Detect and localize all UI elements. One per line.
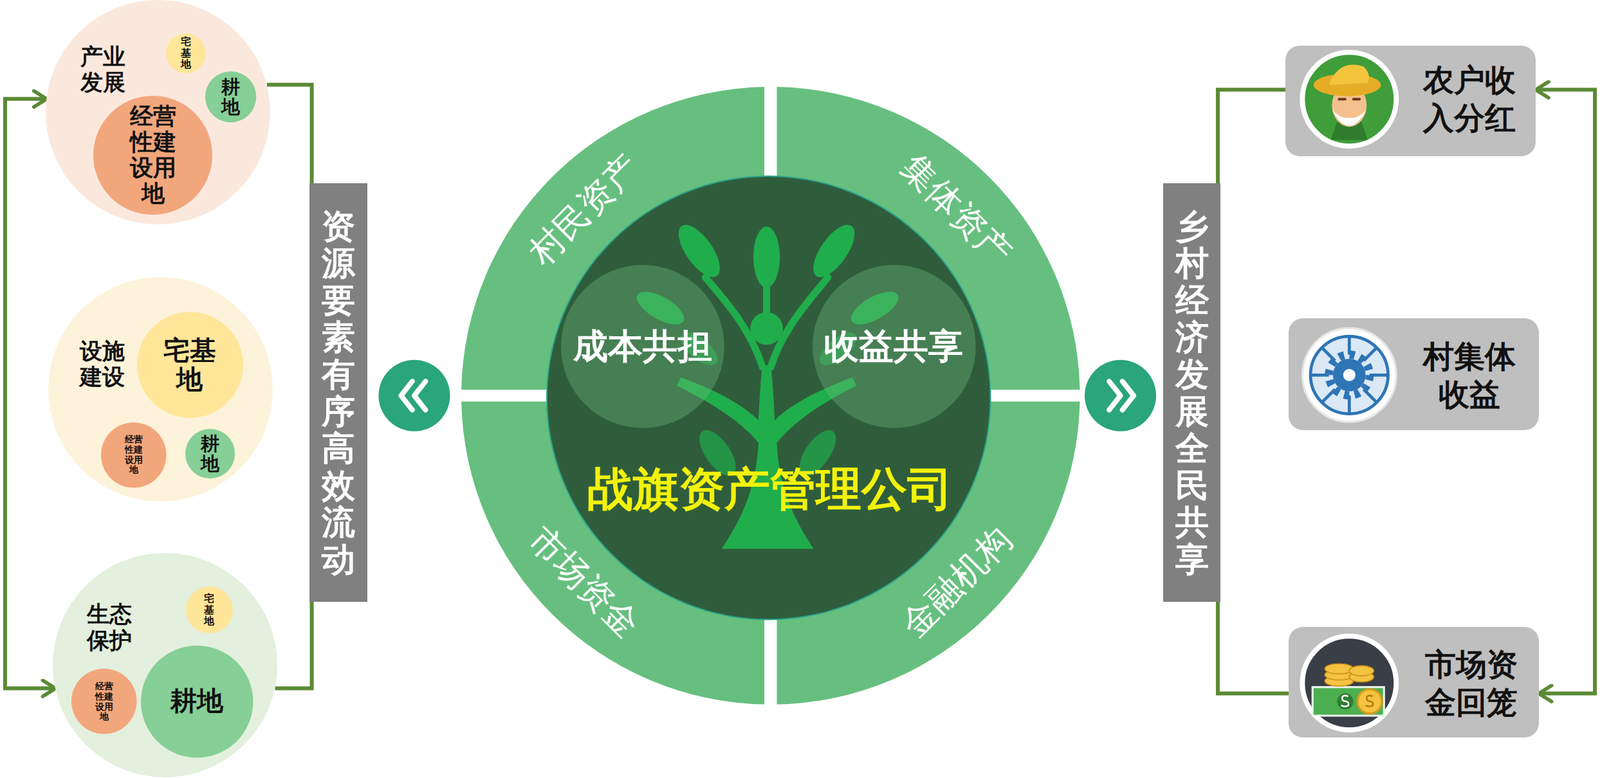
land-use-circle: 设施建设宅基地经营性建设用地 耕地 xyxy=(48,277,273,502)
flow-connector xyxy=(1217,602,1289,695)
icon-illustration xyxy=(1302,328,1397,423)
quadrant-fill xyxy=(776,402,1080,706)
land-type-circle: 经营性建设用地 xyxy=(71,669,138,735)
land-type-circle: 经营性建设用地 xyxy=(93,95,213,215)
flow-connector xyxy=(266,84,313,184)
flow-connector xyxy=(5,99,56,690)
circle-fill xyxy=(140,645,253,758)
circle-fill xyxy=(52,553,278,778)
circle-fill xyxy=(185,586,233,634)
node-label: 宅基地 xyxy=(161,335,219,395)
node-label: 收益共享 xyxy=(821,328,966,367)
circle-fill xyxy=(45,0,271,225)
vertical-label: 乡村经济发展全民共享 xyxy=(1174,207,1209,579)
vertical-label: 资源要素有序高效流动 xyxy=(321,207,356,579)
flow-connector xyxy=(1217,90,1287,184)
circle-fill xyxy=(560,265,725,429)
flow-connector xyxy=(275,602,313,690)
node-label: 农户收入分红 xyxy=(1421,60,1518,138)
box-icon xyxy=(1298,632,1401,735)
circle-fill xyxy=(101,422,167,489)
circle-fill xyxy=(71,669,138,735)
icon-illustration xyxy=(1302,52,1397,147)
node-label: 经营性建设用地 xyxy=(128,103,179,208)
quadrant-fill xyxy=(461,402,765,706)
circle-fill xyxy=(185,429,235,479)
flow-chevron-left xyxy=(378,360,450,432)
circle-fill xyxy=(205,71,257,123)
node-label: 耕地 xyxy=(168,687,226,717)
circle-fill xyxy=(48,277,273,502)
vertical-band: 资源要素有序高效流动 xyxy=(309,183,368,602)
node-label: 产业发展 xyxy=(79,43,128,96)
node-label: 经营性建设用地 xyxy=(123,434,144,476)
land-use-circle: 产业发展 宅基地耕地经营性建设用地 xyxy=(45,0,271,225)
principle-circle: 收益共享 xyxy=(812,265,976,429)
circle-fill xyxy=(137,312,244,419)
vertical-band: 乡村经济发展全民共享 xyxy=(1163,183,1221,602)
land-use-circle: 生态保护 宅基地经营性建设用地 耕地 xyxy=(52,553,278,778)
circle-fill xyxy=(546,176,991,621)
principle-circle: 成本共担 xyxy=(560,265,725,429)
node-label: 战旗资产管理公司 xyxy=(584,464,956,515)
result-box: 农户收入分红 xyxy=(1285,45,1536,156)
land-type-circle: 耕地 xyxy=(140,645,253,758)
node-label: 生态保护 xyxy=(84,601,134,653)
circle-fill xyxy=(93,95,213,215)
land-type-circle: 宅基地 xyxy=(137,312,244,419)
icon-illustration xyxy=(1302,636,1397,731)
result-box: 市场资金回笼 xyxy=(1288,627,1539,738)
flow-connector xyxy=(1535,90,1595,695)
flow-chevron-right xyxy=(1084,360,1157,432)
land-type-circle: 宅基地 xyxy=(165,33,206,74)
node-label: 经营性建设用地 xyxy=(93,681,114,723)
circle-fill xyxy=(165,33,206,74)
land-type-circle: 宅基地 xyxy=(185,586,233,634)
result-box: 村集体收益 xyxy=(1288,318,1539,431)
node-label: 耕地 xyxy=(199,433,221,475)
node-label: 耕地 xyxy=(220,76,242,118)
land-type-circle: 经营性建设用地 xyxy=(101,422,167,489)
land-type-circle: 耕地 xyxy=(205,71,257,123)
circle-fill xyxy=(812,265,976,429)
node-label: 成本共担 xyxy=(570,328,715,367)
node-label: 市场资金回笼 xyxy=(1423,645,1520,722)
box-icon xyxy=(1298,48,1401,151)
node-label: 村集体收益 xyxy=(1421,337,1518,414)
company-circle: 战旗资产管理公司 成本共担 收益共享 xyxy=(546,175,992,621)
node-label: 宅基地 xyxy=(203,593,215,627)
box-icon xyxy=(1298,324,1401,427)
node-label: 宅基地 xyxy=(180,36,192,70)
node-label: 设施建设 xyxy=(77,338,127,390)
land-type-circle: 耕地 xyxy=(185,429,235,479)
